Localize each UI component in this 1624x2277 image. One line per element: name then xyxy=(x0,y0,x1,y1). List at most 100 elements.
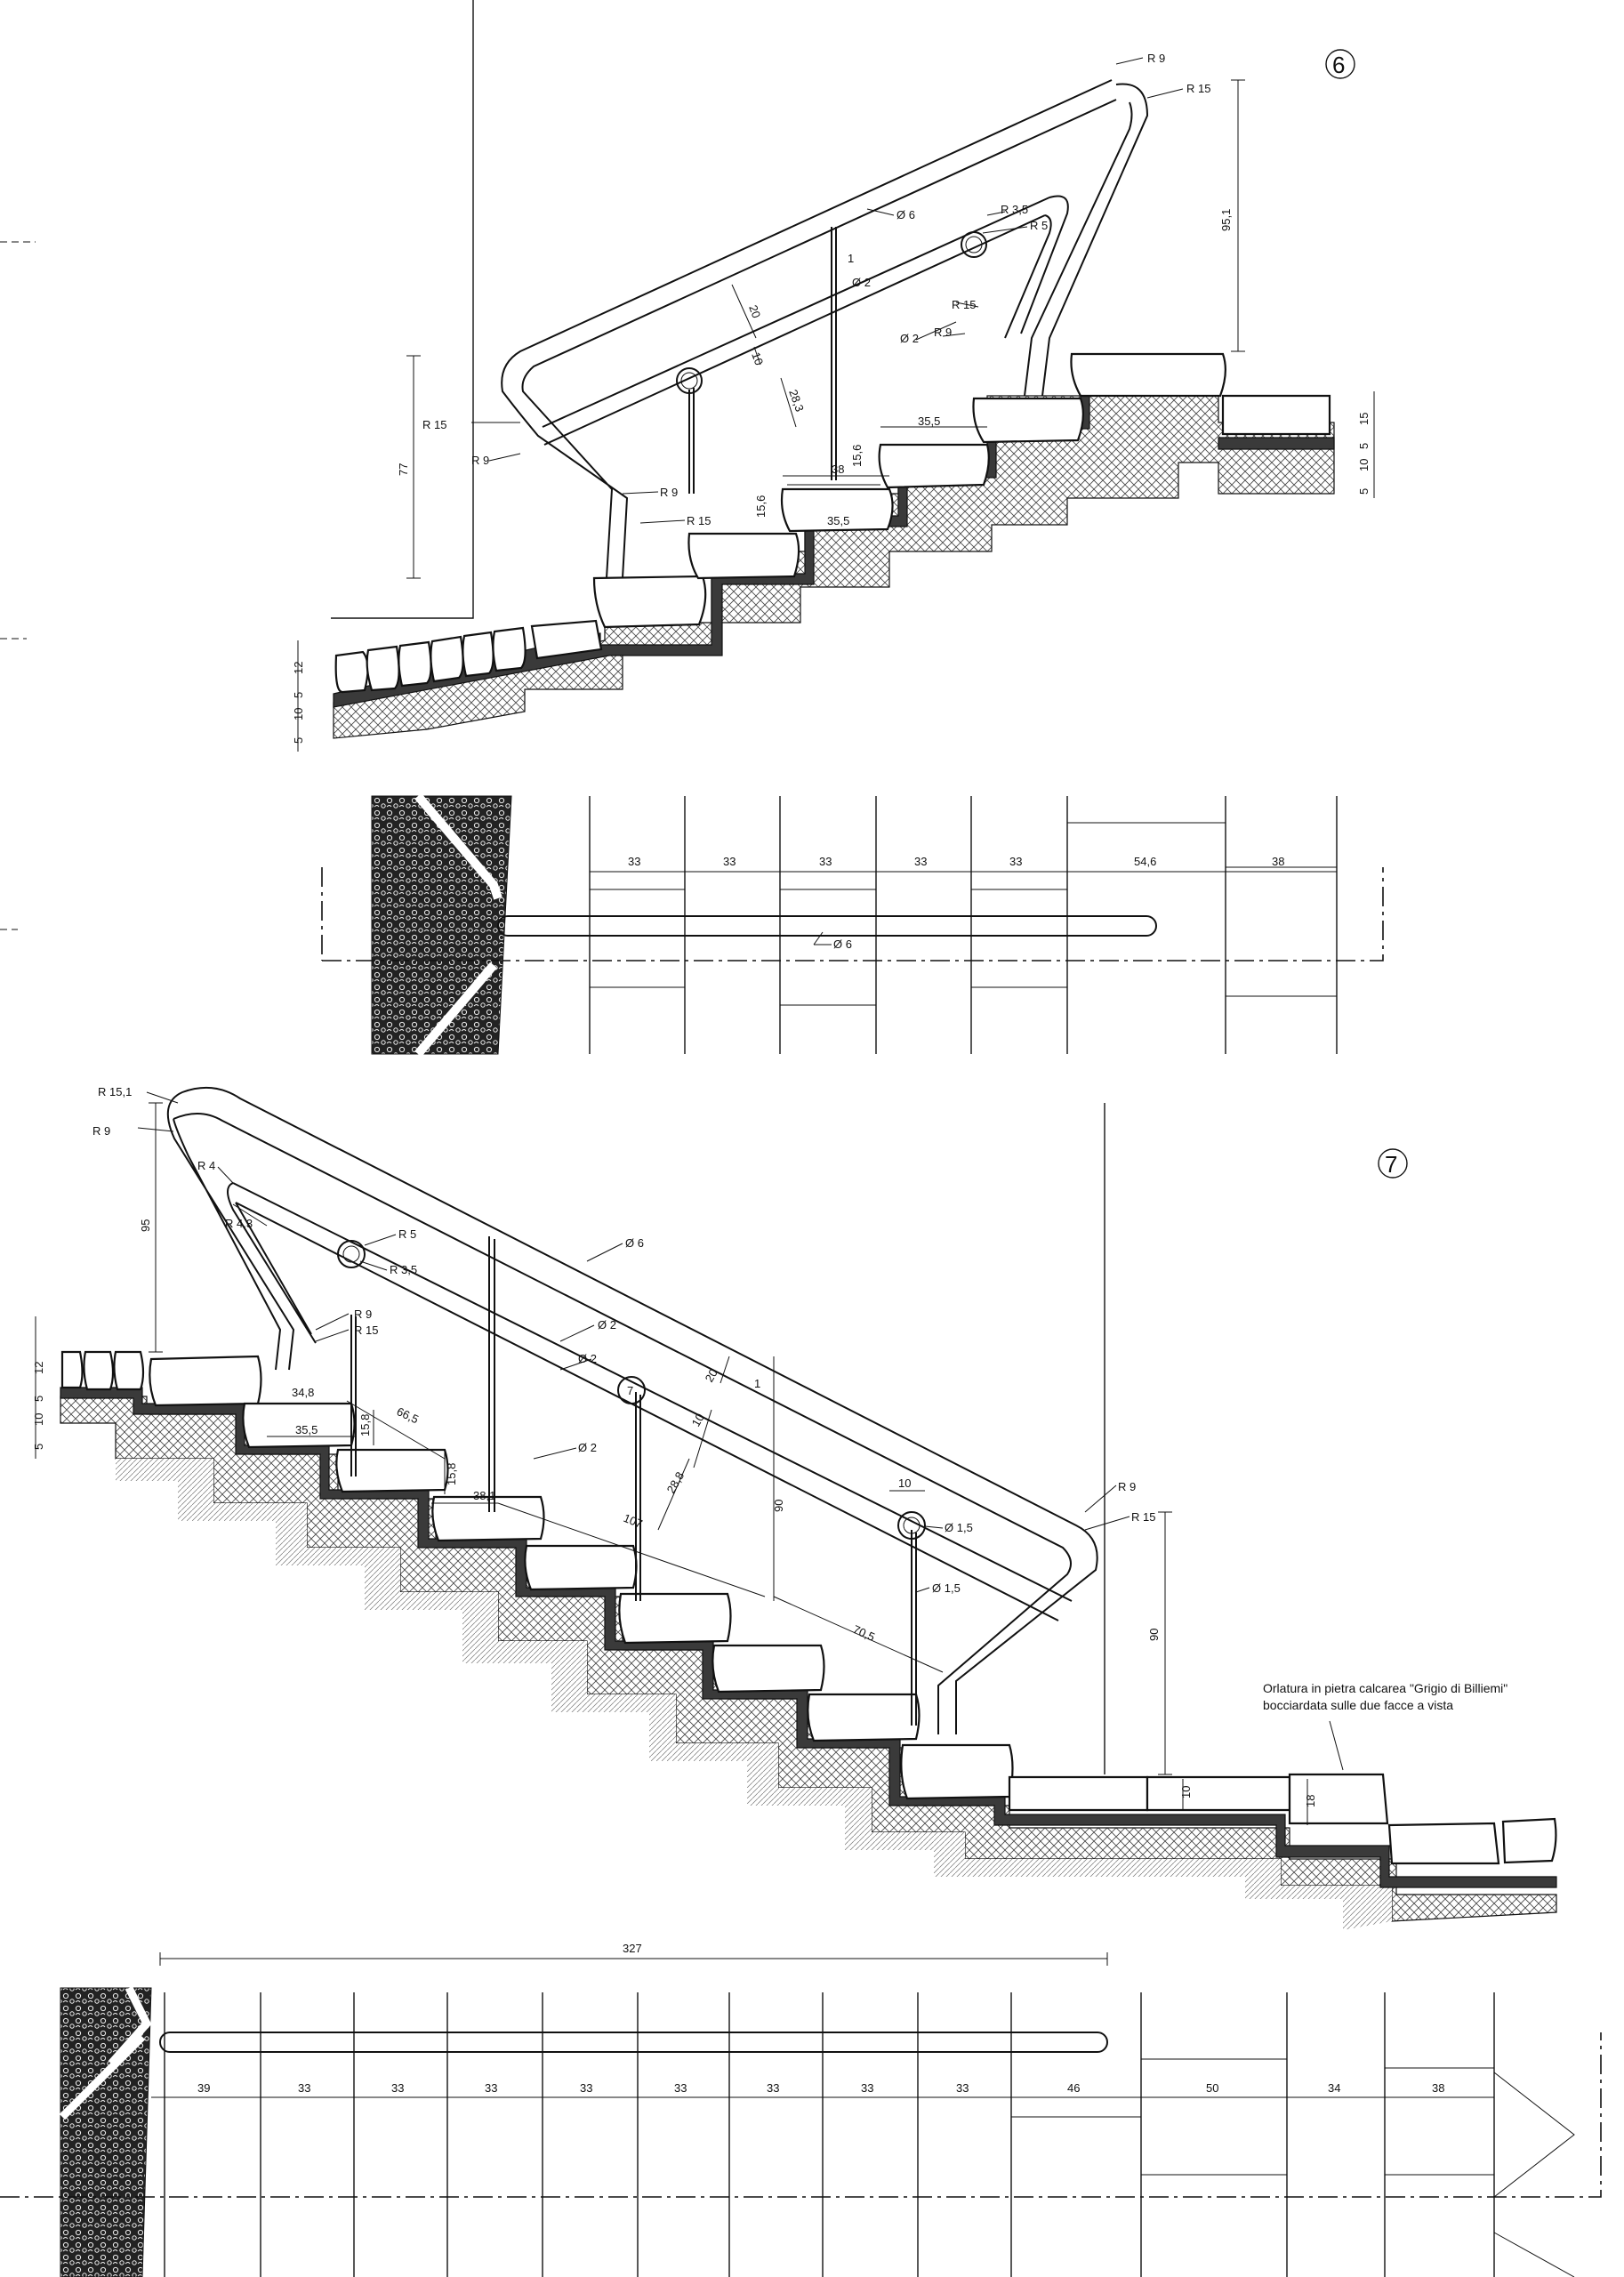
rail-ring xyxy=(337,1240,366,1268)
label-phi2: Ø 2 xyxy=(900,332,919,345)
label-dim12: 12 xyxy=(32,1362,45,1374)
label-r9: R 9 xyxy=(471,454,489,467)
material-note-line1: Orlatura in pietra calcarea "Grigio di B… xyxy=(1263,1681,1507,1695)
dim-line xyxy=(149,1102,163,1353)
label-w348: 34,8 xyxy=(292,1386,314,1399)
label-r9: R 9 xyxy=(660,486,678,499)
label-phi2: Ø 2 xyxy=(578,1441,597,1454)
label-phi6: Ø 6 xyxy=(625,1236,644,1250)
plan-dim: 46 xyxy=(1067,2081,1080,2095)
label-h156: 15,6 xyxy=(850,445,864,467)
leader xyxy=(813,931,832,945)
plan-dim: 33 xyxy=(485,2081,497,2095)
plan-dim: 33 xyxy=(956,2081,969,2095)
label-d10: 10 xyxy=(689,1411,707,1428)
plan-lines xyxy=(1011,2058,1494,2176)
label-w665: 66,5 xyxy=(395,1404,421,1426)
label-h95: 95 xyxy=(139,1219,152,1232)
plan-lines xyxy=(1493,2072,1575,2277)
label-r151: R 15,1 xyxy=(98,1085,132,1098)
axis-line xyxy=(0,2032,1602,2198)
plan-dim: 39 xyxy=(197,2081,210,2095)
rail-ring xyxy=(617,1376,646,1404)
axis-line xyxy=(321,867,1384,961)
stair-treads xyxy=(149,1355,1557,1865)
cobblestones xyxy=(334,619,603,694)
rock-gap xyxy=(414,793,502,1058)
label-phi2: Ø 2 xyxy=(578,1352,597,1365)
label-r15: R 15 xyxy=(1131,1510,1155,1524)
label-r4: R 4 xyxy=(197,1159,215,1172)
plan-dim: 33 xyxy=(298,2081,310,2095)
plan-dim: 33 xyxy=(861,2081,873,2095)
plan-tread-lines xyxy=(589,796,1338,1054)
label-phi2: Ø 2 xyxy=(852,276,871,289)
detail-7-plan: 327 39 33 33 33 33 33 33 33 33 46 50 34 … xyxy=(0,1942,1602,2277)
label-r5: R 5 xyxy=(1030,219,1048,232)
dim-line xyxy=(657,1356,730,1531)
detail-6-elevation: 6 R 9 R 15 Ø 6 R 3,5 R 5 1 Ø 2 Ø 2 R 15 … xyxy=(0,0,1375,930)
label-r9: R 9 xyxy=(1118,1480,1136,1493)
handrail-outer xyxy=(501,79,1149,579)
plan-dim: 50 xyxy=(1206,2081,1218,2095)
label-phi6: Ø 6 xyxy=(896,208,915,221)
label-d1: 1 xyxy=(754,1377,760,1390)
plan-dim: 33 xyxy=(391,2081,404,2095)
plan-dim: 33 xyxy=(819,855,832,868)
label-r15: R 15 xyxy=(354,1324,378,1337)
label-r5: R 5 xyxy=(398,1227,416,1241)
label-r15: R 15 xyxy=(1186,82,1210,95)
label-h90: 90 xyxy=(772,1500,785,1512)
rail-ring xyxy=(897,1511,926,1540)
label-h77: 77 xyxy=(397,463,410,476)
label-dim15: 15 xyxy=(1357,413,1371,425)
label-phi7: 7 xyxy=(627,1384,633,1397)
label-dim12: 12 xyxy=(292,662,305,674)
plan-dim: 33 xyxy=(674,2081,687,2095)
detail-number-circle xyxy=(1378,1148,1408,1179)
plan-handrail xyxy=(497,915,1157,937)
dim-line xyxy=(783,426,987,486)
plan-dim: 38 xyxy=(1272,855,1284,868)
plan-handrail xyxy=(159,2032,1108,2053)
handrail-inner xyxy=(227,1182,1073,1621)
stair-fill xyxy=(333,364,1335,739)
label-dim5: 5 xyxy=(292,737,305,744)
mortar-bed xyxy=(1218,437,1335,450)
label-w355: 35,5 xyxy=(295,1423,318,1436)
baluster xyxy=(688,227,837,494)
hatch-shadow xyxy=(116,1459,1392,1930)
dim-line xyxy=(1231,79,1245,352)
label-r15: R 15 xyxy=(422,418,446,431)
dim-line xyxy=(267,1400,766,1597)
plan-dim: 33 xyxy=(1009,855,1022,868)
label-d20: 20 xyxy=(746,303,763,320)
wall-outline xyxy=(331,0,474,619)
label-h90: 90 xyxy=(1147,1629,1161,1641)
rock-gap xyxy=(59,1985,152,2120)
plan-dim: 33 xyxy=(628,855,640,868)
dim-line xyxy=(773,1490,944,1673)
plan-dim: 38 xyxy=(1432,2081,1444,2095)
label-d10: 10 xyxy=(749,350,766,367)
plan-tread-lines xyxy=(164,1992,1495,2277)
label-r9: R 9 xyxy=(354,1307,372,1321)
detail-number-7: 7 xyxy=(1385,1151,1397,1178)
plan-phi6: Ø 6 xyxy=(833,937,852,951)
plan-dim: 34 xyxy=(1328,2081,1340,2095)
label-phi15: Ø 1,5 xyxy=(932,1581,961,1595)
label-dim5: 5 xyxy=(1357,488,1371,495)
label-d288: 28,8 xyxy=(664,1469,687,1495)
handrail-outer xyxy=(166,1086,1098,1734)
dim-line xyxy=(406,355,421,579)
label-dim10: 10 xyxy=(292,708,305,720)
label-dim5: 5 xyxy=(1357,443,1371,449)
label-d10: 10 xyxy=(1179,1786,1193,1798)
label-r9: R 9 xyxy=(934,326,952,339)
label-r35: R 3,5 xyxy=(1001,203,1028,216)
label-h156: 15,6 xyxy=(754,495,768,518)
plan-total-dim: 327 xyxy=(623,1942,642,1955)
label-d18: 18 xyxy=(1304,1795,1317,1807)
dim-line xyxy=(773,1356,1172,1775)
